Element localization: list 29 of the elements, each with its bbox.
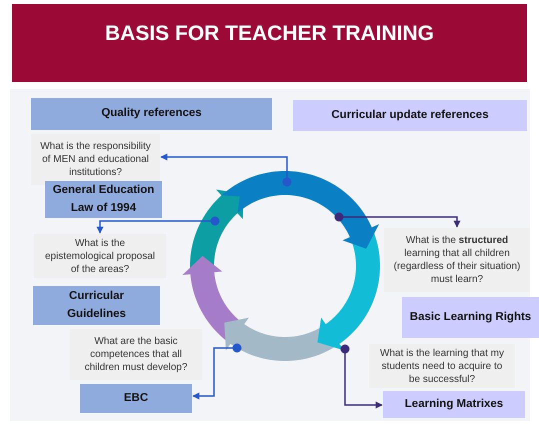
section-header [31, 98, 272, 130]
question-text: What is the learning that my students need to acquire to be successful? [379, 346, 505, 386]
reference-box [33, 286, 160, 325]
question-box [34, 234, 166, 278]
question-text: What are the basic competences that all children must develop? [84, 335, 188, 374]
heading-text: Curricular Guidelines [66, 288, 127, 322]
connector-arrow [334, 212, 460, 228]
connector-arrow [192, 344, 242, 400]
heading-text: Quality references [101, 106, 202, 122]
title: BASIS FOR TEACHER TRAINING [104, 22, 434, 46]
cycle-arrows-drawing [182, 171, 380, 361]
reference-box [45, 181, 162, 218]
question-box [31, 134, 160, 185]
question-text: What is the structured learning that all children (regardless of their situation) must learn? [392, 234, 522, 286]
question-text: What is the epistemological proposal of the areas? [44, 236, 156, 276]
heading-text: Basic Learning Rights [410, 310, 532, 325]
connector-arrow [340, 344, 383, 408]
reference-box [383, 391, 525, 418]
connector-arrow [96, 216, 220, 234]
heading-text: Curricular update references [331, 108, 489, 123]
heading-text: EBC [124, 390, 148, 406]
question-box [384, 228, 530, 292]
connector-arrow [160, 154, 292, 186]
heading-text: General Education Law of 1994 [52, 182, 156, 216]
reference-box [402, 297, 539, 338]
question-text: What is the responsibility of MEN and educational institutions? [39, 140, 152, 179]
reference-box [80, 384, 192, 413]
heading-text: Learning Matrixes [404, 396, 504, 412]
section-header [293, 100, 527, 131]
